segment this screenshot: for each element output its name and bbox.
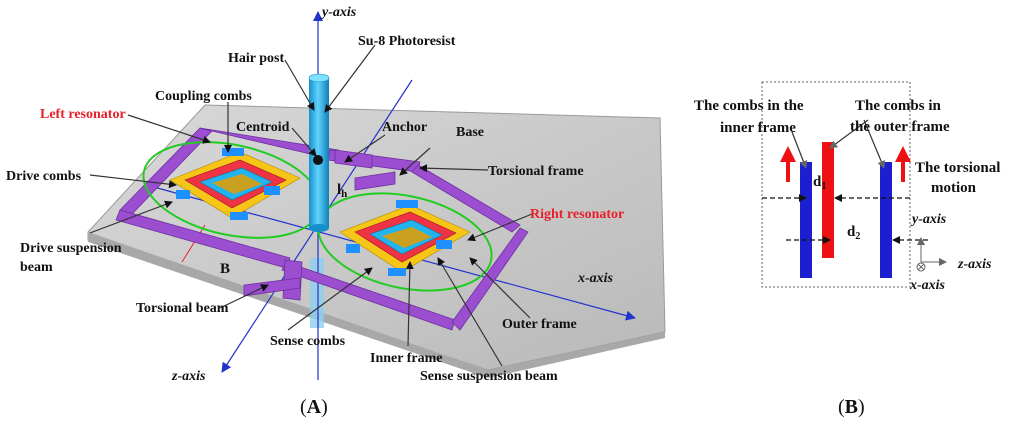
torsional-motion-arrows	[780, 146, 911, 182]
label-d2: d2	[847, 224, 860, 242]
label-lh: lh	[337, 182, 347, 200]
label-outer-frame: Outer frame	[502, 317, 577, 332]
hair-post-lower	[310, 258, 324, 328]
panel-a: y-axis Hair post Su-8 Photoresist Coupli…	[6, 5, 666, 418]
comb-inner-red	[822, 142, 834, 258]
panel-b-dashed-box	[761, 81, 911, 288]
caption-b: (B)	[838, 396, 865, 418]
label-b-y-axis: y-axis	[910, 212, 947, 227]
label-inner-frame: Inner frame	[370, 351, 442, 366]
panel-b-axes	[916, 237, 947, 272]
label-b-z-axis: z-axis	[957, 257, 992, 272]
label-x-axis: x-axis	[577, 271, 614, 286]
comb-outer-right-blue	[880, 162, 892, 278]
label-inner-combs-2: inner frame	[720, 120, 796, 136]
label-left-resonator: Left resonator	[40, 107, 126, 122]
label-torsional-beam: Torsional beam	[136, 301, 229, 316]
red-guide-line	[181, 224, 206, 263]
caption-a: (A)	[300, 396, 328, 418]
label-b-x-axis: x-axis	[909, 278, 946, 293]
label-z-axis: z-axis	[171, 369, 206, 384]
label-su8: Su-8 Photoresist	[358, 34, 456, 49]
label-d1: d1	[813, 174, 826, 192]
label-torsional-motion-1: The torsional	[915, 160, 1000, 176]
label-coupling-combs: Coupling combs	[155, 89, 252, 104]
distance-lines	[762, 194, 928, 244]
label-outer-combs-2: the outer frame	[850, 119, 950, 135]
label-torsional-motion-2: motion	[931, 180, 977, 196]
label-outer-combs-1: The combs in	[855, 98, 942, 114]
label-centroid: Centroid	[236, 120, 290, 135]
label-anchor: Anchor	[382, 120, 427, 135]
label-b: B	[220, 261, 230, 277]
right-resonator	[317, 192, 493, 292]
panel-b-leaders	[791, 119, 885, 169]
label-drive-suspension-1: Drive suspension	[20, 241, 122, 256]
label-sense-combs: Sense combs	[270, 334, 346, 349]
label-right-resonator: Right resonator	[530, 207, 624, 222]
leader-lines	[89, 44, 533, 367]
label-drive-suspension-2: beam	[20, 260, 53, 275]
hair-post	[308, 73, 330, 232]
label-hair-post: Hair post	[228, 51, 284, 66]
label-base: Base	[456, 125, 484, 140]
label-y-axis: y-axis	[320, 5, 357, 20]
panel-b: The combs in the inner frame The combs i…	[694, 81, 1000, 418]
left-resonator	[142, 141, 322, 239]
label-inner-combs-1: The combs in the	[694, 98, 804, 114]
label-sense-suspension: Sense suspension beam	[420, 369, 558, 384]
comb-inner-left-blue	[800, 162, 812, 278]
centroid-dot	[313, 155, 323, 165]
label-drive-combs: Drive combs	[6, 169, 82, 184]
label-torsional-frame: Torsional frame	[488, 164, 584, 179]
